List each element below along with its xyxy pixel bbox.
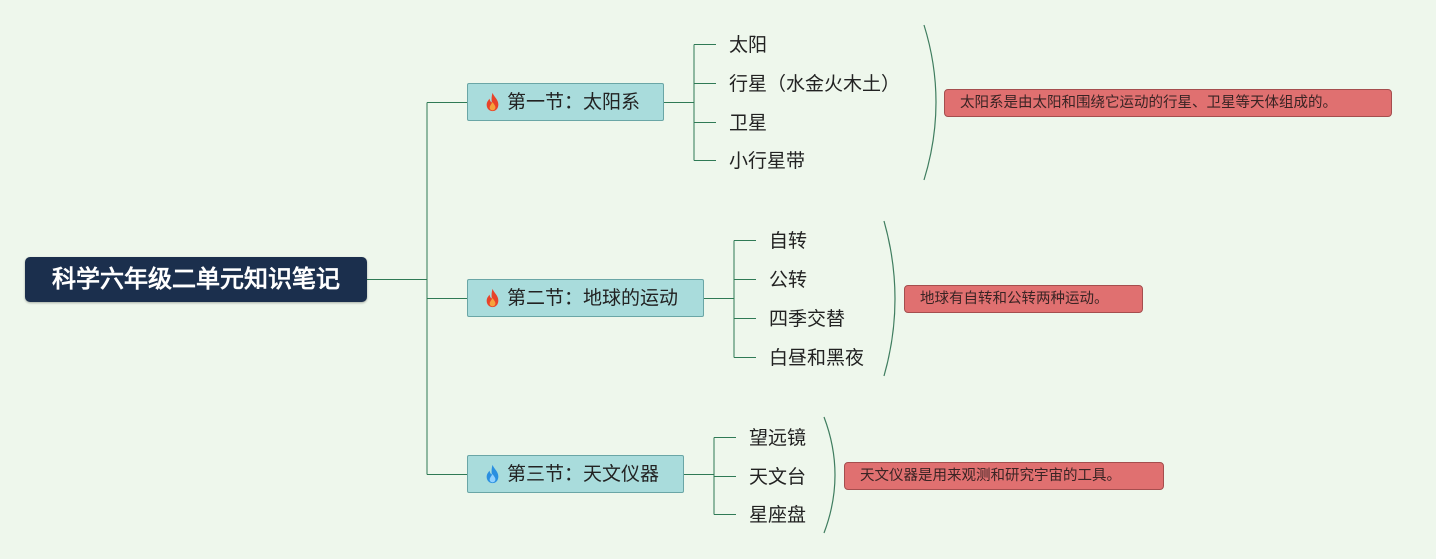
section-3-topic[interactable]: 第三节：天文仪器 — [467, 455, 684, 493]
section-1-item-3[interactable]: 卫星 — [729, 112, 768, 134]
section-1-connector — [664, 44, 716, 161]
section-3-bracket — [823, 416, 836, 534]
fire-blue-icon — [486, 464, 499, 484]
section-3-item-2[interactable]: 天文台 — [749, 466, 807, 488]
section-1-item-1[interactable]: 太阳 — [729, 34, 768, 56]
fire-red-icon — [486, 288, 499, 308]
section-2-item-2[interactable]: 公转 — [769, 269, 808, 291]
section-2-connector — [704, 240, 756, 358]
section-3-note[interactable]: 天文仪器是用来观测和研究宇宙的工具。 — [844, 462, 1164, 490]
section-1-item-2[interactable]: 行星（水金火木土） — [729, 73, 901, 95]
section-3-item-1[interactable]: 望远镜 — [749, 427, 807, 449]
section-3-connector — [684, 437, 736, 515]
section-2-label: 第二节：地球的运动 — [507, 287, 679, 309]
section-2-topic[interactable]: 第二节：地球的运动 — [467, 279, 704, 317]
section-1-note[interactable]: 太阳系是由太阳和围绕它运动的行星、卫星等天体组成的。 — [944, 89, 1392, 117]
section-2-item-4[interactable]: 白昼和黑夜 — [769, 347, 865, 369]
section-2-bracket — [883, 220, 896, 377]
root-topic[interactable]: 科学六年级二单元知识笔记 — [25, 257, 367, 302]
section-2-item-3[interactable]: 四季交替 — [769, 308, 846, 330]
section-2-note[interactable]: 地球有自转和公转两种运动。 — [904, 285, 1143, 313]
section-3-label: 第三节：天文仪器 — [507, 463, 660, 485]
section-1-bracket — [923, 24, 937, 181]
section-3-item-3[interactable]: 星座盘 — [749, 504, 807, 526]
section-1-item-4[interactable]: 小行星带 — [729, 150, 806, 172]
section-1-label: 第一节：太阳系 — [507, 91, 641, 113]
section-1-topic[interactable]: 第一节：太阳系 — [467, 83, 664, 121]
root-connector — [367, 102, 467, 475]
section-2-item-1[interactable]: 自转 — [769, 230, 808, 252]
fire-red-icon — [486, 92, 499, 112]
